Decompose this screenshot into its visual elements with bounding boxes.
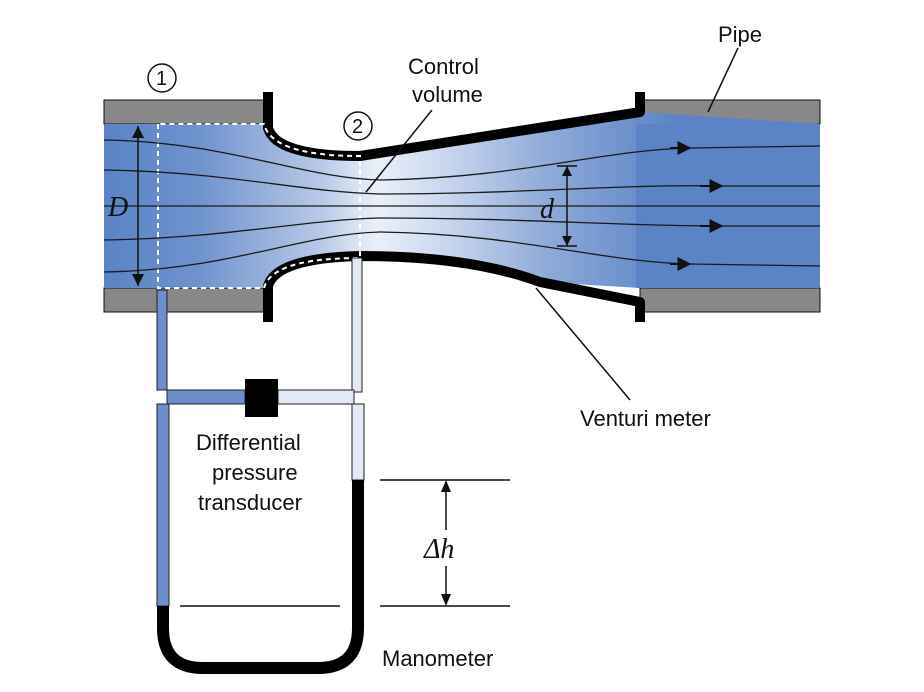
control-volume-label-line2: volume <box>412 82 483 107</box>
section-2-label: 2 <box>352 116 363 138</box>
venturi-meter-leader <box>535 287 631 401</box>
inlet-pressure-tap <box>156 289 168 391</box>
pipe-diameter-label: D <box>107 192 128 223</box>
manometer-u-tube <box>157 480 364 674</box>
pipe-diameter-dimension <box>132 126 144 286</box>
transducer-label-line1: Differential <box>196 430 301 455</box>
throat-diameter-label: d <box>540 194 555 225</box>
height-difference-label: Δh <box>423 534 454 565</box>
flow-arrows <box>670 141 724 271</box>
throat-diameter-dimension <box>557 165 577 247</box>
pipe-leader <box>707 47 739 113</box>
transducer-label-line3: transducer <box>198 490 302 515</box>
control-volume-leader <box>365 109 433 193</box>
manometer-left-leg-fluid <box>156 403 170 607</box>
pipe-label: Pipe <box>718 22 762 47</box>
transducer-tube-right <box>277 389 355 405</box>
manometer-right-leg-air <box>351 403 365 481</box>
upper-pipe-wall-left <box>103 99 269 125</box>
height-difference-dimension <box>180 479 510 607</box>
control-volume-label-line1: Control <box>408 54 479 79</box>
streamlines <box>103 139 821 273</box>
venturi-lower-wall <box>263 251 645 322</box>
transducer-tube-left <box>166 389 246 405</box>
control-volume-outline <box>157 123 361 289</box>
venturi-meter-label: Venturi meter <box>580 406 711 431</box>
section-1-marker <box>147 63 177 93</box>
section-1-label: 1 <box>156 68 167 90</box>
section-2-marker <box>343 111 373 141</box>
differential-pressure-transducer <box>245 379 278 417</box>
lower-pipe-wall-left <box>103 287 269 313</box>
throat-pressure-tap <box>351 257 363 393</box>
manometer-label: Manometer <box>382 646 493 671</box>
transducer-label-line2: pressure <box>212 460 298 485</box>
lower-pipe-wall-right <box>639 287 821 313</box>
